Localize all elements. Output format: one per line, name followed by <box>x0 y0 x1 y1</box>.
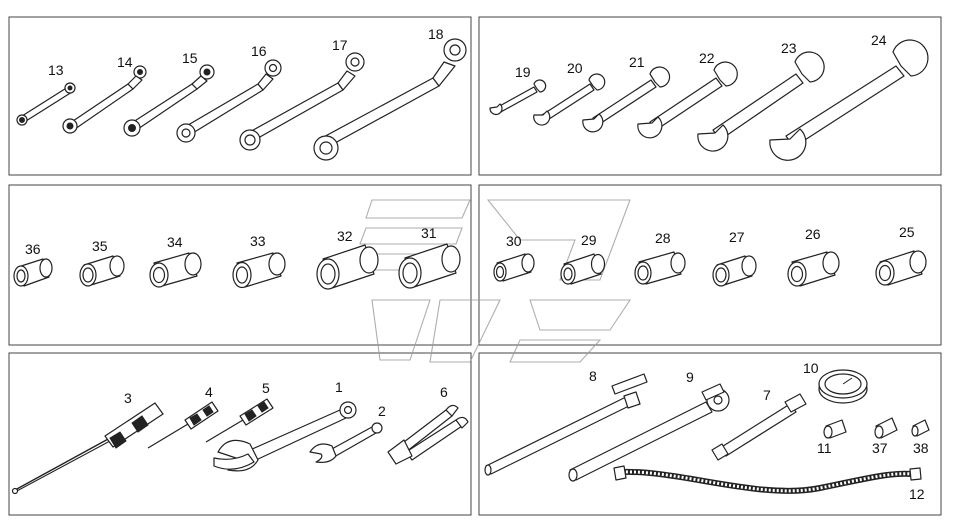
label-3: 3 <box>124 390 132 406</box>
label-27: 27 <box>729 229 745 245</box>
ring-spanner-18 <box>313 38 467 161</box>
drive-tool-group: 8 9 7 10 11 37 38 12 <box>484 360 930 502</box>
label-18: 18 <box>428 26 444 42</box>
socket-33 <box>232 252 286 289</box>
socket-27 <box>712 255 757 287</box>
ring-spanner-16 <box>176 59 282 143</box>
label-7: 7 <box>763 387 771 403</box>
label-30: 30 <box>506 233 522 249</box>
label-36: 36 <box>25 241 41 257</box>
label-31: 31 <box>421 225 437 241</box>
label-38: 38 <box>913 440 929 456</box>
label-33: 33 <box>250 233 266 249</box>
gauge-10 <box>818 369 868 404</box>
open-spanner-23 <box>697 51 825 152</box>
extension-bar-7 <box>711 393 807 461</box>
label-6: 6 <box>440 384 448 400</box>
label-5: 5 <box>262 380 270 396</box>
panel-sockets-right <box>478 184 942 346</box>
open-spanner-21 <box>582 66 671 133</box>
adjustable-wrench-2 <box>309 422 383 463</box>
ratchet-9 <box>568 383 730 482</box>
label-15: 15 <box>182 50 198 66</box>
ring-spanner-13 <box>16 82 76 126</box>
label-32: 32 <box>337 228 353 244</box>
label-4: 4 <box>205 384 213 400</box>
label-23: 23 <box>781 40 797 56</box>
label-21: 21 <box>629 54 645 70</box>
panel-hand-tools <box>8 352 472 516</box>
socket-30 <box>493 253 535 282</box>
open-spanner-22 <box>637 61 738 139</box>
pliers-6 <box>387 404 469 465</box>
label-2: 2 <box>378 403 386 419</box>
socket-group-right: 30 29 28 27 26 25 <box>493 224 927 287</box>
label-12: 12 <box>909 486 925 502</box>
label-22: 22 <box>699 50 715 66</box>
watermark-logo <box>353 199 632 363</box>
label-25: 25 <box>899 224 915 240</box>
ring-spanner-14 <box>62 65 147 134</box>
socket-31 <box>398 243 461 289</box>
screwdriver-3 <box>11 402 164 495</box>
label-14: 14 <box>117 54 133 70</box>
label-26: 26 <box>805 226 821 242</box>
label-9: 9 <box>686 369 694 385</box>
open-spanner-group: 19 20 21 22 23 24 <box>489 32 929 161</box>
open-spanner-20 <box>533 73 606 126</box>
ring-spanner-17 <box>239 52 365 151</box>
label-17: 17 <box>332 37 348 53</box>
socket-26 <box>787 251 840 287</box>
label-8: 8 <box>589 368 597 384</box>
socket-group-left: 36 35 34 33 32 31 <box>13 225 461 290</box>
label-1: 1 <box>335 379 343 395</box>
open-spanner-24 <box>769 39 929 161</box>
label-34: 34 <box>167 234 183 250</box>
hose-12 <box>613 465 922 494</box>
label-16: 16 <box>251 43 267 59</box>
screwdriver-4 <box>147 401 219 449</box>
screwdriver-5 <box>205 398 274 443</box>
label-28: 28 <box>655 230 671 246</box>
hand-tool-group: 3 4 5 1 2 6 <box>11 379 469 495</box>
adjustable-wrench-1 <box>213 401 357 472</box>
socket-32 <box>316 244 379 290</box>
panel-drive-tools <box>478 352 942 516</box>
socket-29 <box>560 253 606 285</box>
socket-35 <box>79 255 125 287</box>
label-29: 29 <box>581 232 597 248</box>
socket-36 <box>13 258 53 287</box>
label-11: 11 <box>817 440 832 456</box>
socket-25 <box>875 250 927 286</box>
label-20: 20 <box>567 60 583 76</box>
label-24: 24 <box>871 32 887 48</box>
socket-28 <box>634 251 686 285</box>
ring-spanner-15 <box>123 64 215 137</box>
adapter-11 <box>823 419 847 439</box>
open-spanner-19 <box>489 79 547 116</box>
t-bar-wrench-8 <box>484 373 648 476</box>
label-35: 35 <box>92 238 108 254</box>
socket-34 <box>149 252 202 288</box>
label-19: 19 <box>515 64 531 80</box>
label-13: 13 <box>48 62 64 78</box>
label-10: 10 <box>803 360 819 376</box>
ring-spanner-group: 13 14 15 16 17 18 <box>16 26 467 161</box>
adapter-37 <box>874 417 898 439</box>
label-37: 37 <box>872 440 888 456</box>
adapter-38 <box>911 419 930 437</box>
